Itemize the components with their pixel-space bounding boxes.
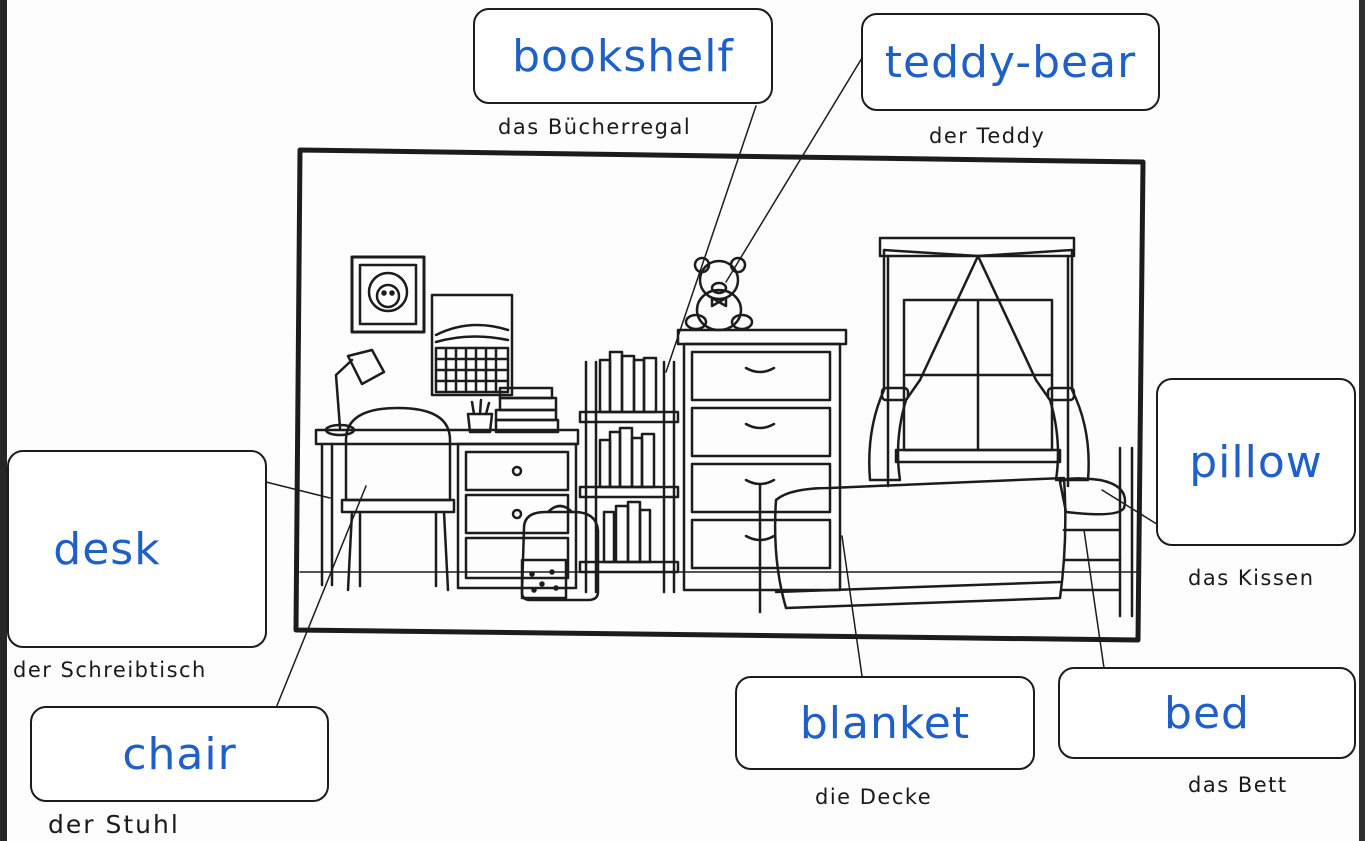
- leader-lines: [265, 57, 1161, 709]
- lion-picture: [350, 255, 426, 334]
- blanket-word: blanket: [799, 697, 971, 749]
- bed-word: bed: [1164, 687, 1250, 739]
- pillow-word: pillow: [1189, 436, 1323, 488]
- desk-items: [466, 386, 560, 434]
- pillow-translation: das Kissen: [1188, 566, 1315, 590]
- chair-box: chair: [30, 706, 329, 802]
- bookshelf-box: bookshelf: [473, 8, 773, 104]
- scan-edge-right: [1359, 0, 1365, 841]
- illustration-frame: [293, 147, 1146, 643]
- teddy-bear-translation: der Teddy: [929, 124, 1046, 148]
- teddy-bear-word: teddy-bear: [884, 36, 1137, 88]
- bed-translation: das Bett: [1188, 773, 1288, 797]
- bed: [758, 446, 1134, 618]
- desk: [314, 428, 580, 590]
- desk-lamp: [324, 348, 386, 437]
- scan-edge-left: [0, 0, 7, 841]
- dresser: [676, 328, 848, 592]
- teddy-bear-box: teddy-bear: [861, 13, 1160, 111]
- window: [868, 236, 1090, 488]
- bookshelf-word: bookshelf: [512, 30, 734, 82]
- desk-box: desk: [7, 450, 267, 648]
- bed-box: bed: [1058, 667, 1356, 759]
- bookshelf: [578, 350, 680, 594]
- chair: [340, 406, 456, 592]
- chair-translation: der Stuhl: [48, 810, 180, 839]
- blanket-translation: die Decke: [815, 785, 933, 809]
- chair-word: chair: [122, 728, 237, 780]
- blanket-box: blanket: [735, 676, 1035, 770]
- pillow-box: pillow: [1156, 378, 1356, 546]
- calendar: [430, 293, 514, 397]
- bookshelf-translation: das Bücherregal: [498, 115, 692, 139]
- teddy-bear-drawing: [684, 256, 754, 332]
- desk-translation: der Schreibtisch: [13, 658, 207, 682]
- desk-word: desk: [53, 523, 161, 575]
